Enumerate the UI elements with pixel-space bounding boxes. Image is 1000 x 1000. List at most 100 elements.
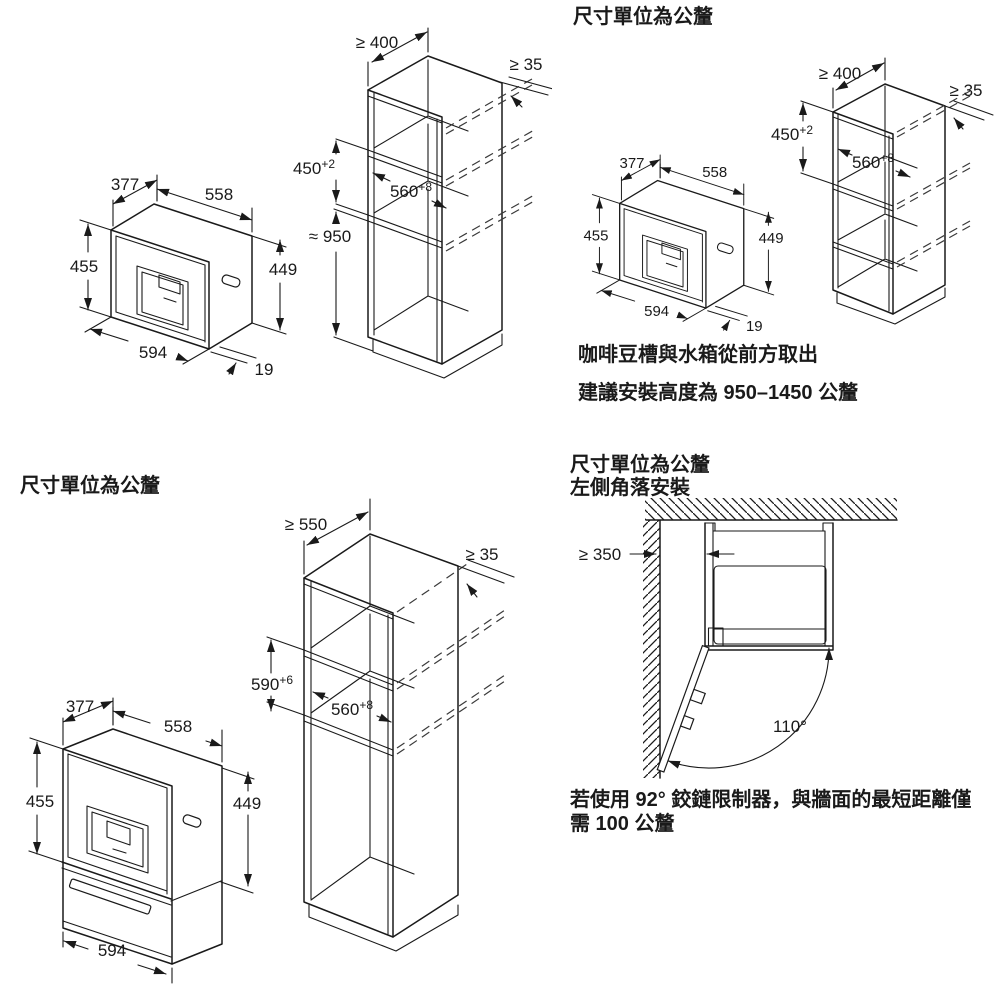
door-hinge-block xyxy=(707,627,724,647)
machine-inner-body xyxy=(713,565,827,645)
niche-height-label: 450+2 xyxy=(771,123,813,144)
panel-top-left: ≥ 400 ≥ 35 450+2 560+8 ≈ 950 xyxy=(70,27,552,379)
dim-depth-label: 377 xyxy=(66,697,94,716)
cabinet-depth-line xyxy=(835,62,885,91)
cabinet-plinth xyxy=(372,333,503,379)
drawer-panel-lines xyxy=(61,867,222,958)
tall-cabinet-drawing: ≥ 550 ≥ 35 590+6 560+8 xyxy=(251,498,515,952)
cabinet-interior-edges xyxy=(310,535,415,901)
cabinet-depth-extensions xyxy=(303,498,371,575)
machine-body-outline xyxy=(62,728,223,965)
niche-width-label: 560+8 xyxy=(390,180,432,201)
dispenser-spout xyxy=(106,820,131,854)
door-panel xyxy=(656,644,710,773)
cabinet-shelves xyxy=(303,649,394,757)
dim-front-width-left xyxy=(63,940,89,950)
rear-gap-lines xyxy=(944,100,994,121)
wall-hatch-left xyxy=(643,520,660,778)
dim-depth-line xyxy=(62,700,114,723)
cabinet-depth-extensions xyxy=(832,57,886,109)
rear-gap-lines xyxy=(457,559,515,584)
dim-front-width-extensions xyxy=(62,931,173,984)
dim-front-width-right xyxy=(137,964,167,975)
dim-height-right-label: 449 xyxy=(233,794,261,813)
rear-gap-label: ≥ 35 xyxy=(466,545,499,564)
cabinet-front-edges xyxy=(367,89,443,365)
machine-front-edges xyxy=(62,748,173,965)
cabinet-outline xyxy=(832,83,946,315)
cabinet-front-edges xyxy=(303,577,394,938)
dispenser-recess-inner xyxy=(91,811,144,868)
open-door xyxy=(656,644,710,773)
dispenser-recess xyxy=(86,805,149,874)
door-angle-label: 110° xyxy=(773,717,807,736)
note-front-access: 咖啡豆槽與水箱從前方取出 xyxy=(578,342,818,366)
note-hinge-line1: 若使用 92° 鉸鏈限制器，與牆面的最短距離僅 xyxy=(569,787,971,811)
tall-cabinet-drawing: ≥ 400 ≥ 35 450+2 560+8 ≈ 950 xyxy=(293,27,552,379)
rear-gap-arrow xyxy=(953,117,965,130)
cabinet-outline xyxy=(303,533,459,938)
machine-top-view xyxy=(704,522,834,651)
rear-gap-arrow xyxy=(466,583,478,598)
units-title: 尺寸單位為公釐 xyxy=(573,4,713,28)
niche-depth-dashed-lines xyxy=(896,90,971,268)
cabinet-min-depth-label: ≥ 400 xyxy=(356,33,398,52)
niche-depth-dashed-lines xyxy=(396,561,506,755)
dim-width-left xyxy=(112,710,151,724)
dim-front-width-label: 594 xyxy=(98,941,126,960)
wall-hatch-top xyxy=(645,498,897,520)
cabinet-panel-lines xyxy=(367,92,443,362)
units-title: 尺寸單位為公釐 xyxy=(20,473,160,497)
niche-width-label: 560+8 xyxy=(852,151,894,172)
cabinet-interior-edges xyxy=(373,59,469,331)
dim-height-right-extensions xyxy=(220,767,255,894)
wall-clearance-label: ≥ 350 xyxy=(579,545,621,564)
cabinet-min-depth-label: ≥ 400 xyxy=(819,64,861,83)
cabinet-front-edges xyxy=(832,111,894,315)
install-height-label: ≈ 950 xyxy=(309,227,351,246)
niche-height-extensions xyxy=(800,100,834,185)
coffee-machine-top-right xyxy=(583,155,783,335)
note-hinge-line2: 需 100 公釐 xyxy=(570,812,674,835)
cabinet-panel-lines xyxy=(303,580,394,935)
rear-gap-lines xyxy=(499,76,552,96)
corner-installation-top-view: 110° ≥ 350 xyxy=(579,498,898,779)
cabinet-plinth xyxy=(836,287,946,325)
panel-bottom-left: 尺寸單位為公釐 377 558 455 xyxy=(20,473,515,984)
niche-width-arrow-right xyxy=(895,168,911,178)
coffee-machine-with-drawer-drawing: 377 558 455 449 594 xyxy=(26,697,261,984)
cabinet-shelves xyxy=(832,183,894,270)
tall-cabinet-drawing: ≥ 400 ≥ 35 450+2 560+8 xyxy=(771,57,994,325)
machine-back-edges xyxy=(704,522,834,647)
wall-faces xyxy=(645,519,898,779)
cabinet-plinth xyxy=(308,904,459,952)
cabinet-depth-line xyxy=(306,511,369,546)
door-swing-arc xyxy=(667,647,833,769)
drawer-handle xyxy=(68,878,152,915)
niche-width-arrow-left xyxy=(372,172,391,182)
niche-height-label: 450+2 xyxy=(293,157,335,178)
coffee-machine-top-left xyxy=(70,175,297,379)
niche-width-arrow-right xyxy=(431,199,447,209)
panel-top-right: 尺寸單位為公釐 ≥ 400 ≥ 35 450+2 5 xyxy=(573,4,994,404)
dim-width-label: 558 xyxy=(164,717,192,736)
niche-width-arrow-left xyxy=(312,691,329,701)
machine-front-frame xyxy=(67,753,168,895)
dim-width-right xyxy=(205,738,223,747)
cabinet-depth-line xyxy=(371,31,428,63)
cabinet-outline xyxy=(367,55,503,365)
niche-width-arrow-right xyxy=(376,713,392,723)
drawer-seam xyxy=(61,861,172,900)
rear-gap-label: ≥ 35 xyxy=(510,55,543,74)
cabinet-shelves xyxy=(367,149,443,249)
niche-height-extensions xyxy=(335,138,369,216)
niche-width-label: 560+8 xyxy=(331,698,373,719)
niche-width-arrow-left xyxy=(837,148,853,158)
cabinet-panel-lines xyxy=(832,113,894,312)
cabinet-interior-edges xyxy=(837,85,918,288)
rear-gap-label: ≥ 35 xyxy=(950,81,983,100)
install-height-extensions xyxy=(333,208,374,352)
dim-height-left-label: 455 xyxy=(26,792,54,811)
